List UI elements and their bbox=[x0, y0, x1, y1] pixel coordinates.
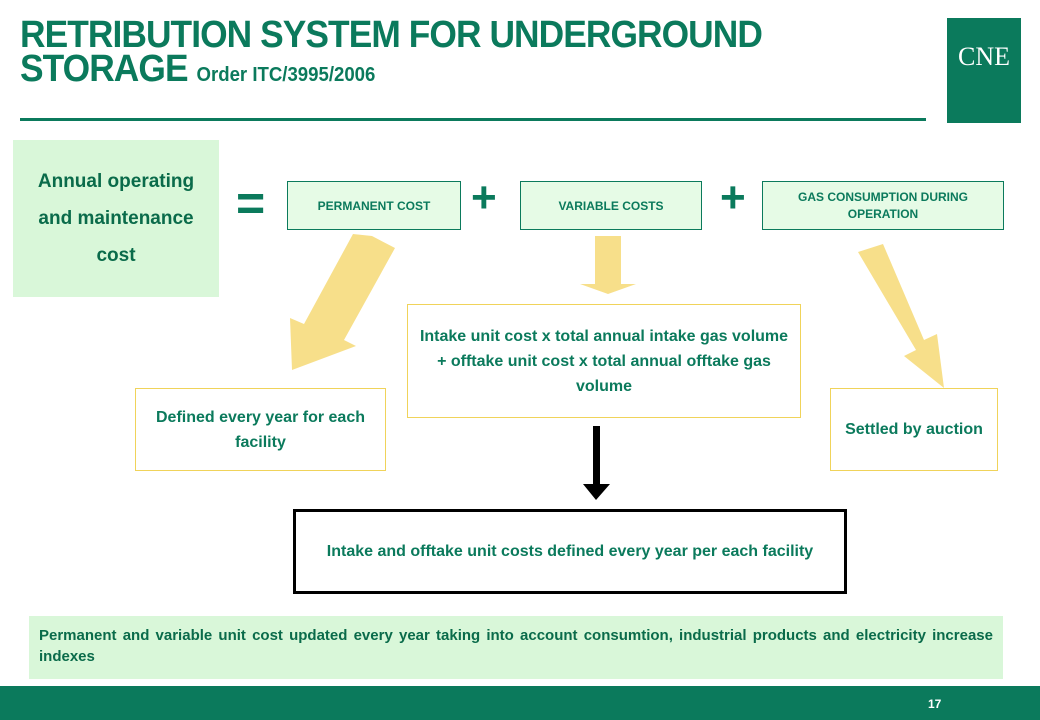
title-storage: STORAGE bbox=[20, 48, 189, 90]
title-subtitle: Order ITC/3995/2006 bbox=[196, 64, 376, 86]
arrow-variable-icon bbox=[580, 236, 636, 294]
gas-consumption-box: GAS CONSUMPTION DURING OPERATION bbox=[762, 181, 1004, 230]
title-line-2: STORAGE Order ITC/3995/2006 bbox=[20, 50, 857, 92]
title-divider bbox=[20, 118, 926, 121]
cne-logo: CNE bbox=[947, 18, 1021, 123]
variable-detail-box: Intake unit cost x total annual intake g… bbox=[407, 304, 801, 418]
arrow-result-shaft bbox=[593, 426, 600, 486]
permanent-cost-box: PERMANENT COST bbox=[287, 181, 461, 230]
page-number: 17 bbox=[928, 697, 942, 711]
footer-bar bbox=[0, 686, 1040, 720]
permanent-detail-box: Defined every year for each facility bbox=[135, 388, 386, 471]
gas-detail-box: Settled by auction bbox=[830, 388, 998, 471]
plus-sign-1: + bbox=[471, 173, 497, 222]
arrow-gas-icon bbox=[858, 244, 944, 388]
plus-sign-2: + bbox=[720, 173, 746, 222]
update-note: Permanent and variable unit cost updated… bbox=[29, 616, 1003, 679]
page-title: RETRIBUTION SYSTEM FOR UNDERGROUND STORA… bbox=[20, 14, 920, 92]
annual-cost-box: Annual operating and maintenance cost bbox=[13, 140, 219, 297]
result-box: Intake and offtake unit costs defined ev… bbox=[293, 509, 847, 594]
equals-sign: = bbox=[236, 175, 266, 231]
title-line-1: RETRIBUTION SYSTEM FOR UNDERGROUND bbox=[20, 14, 763, 56]
variable-costs-box: VARIABLE COSTS bbox=[520, 181, 702, 230]
arrow-result-icon bbox=[583, 484, 610, 500]
arrow-permanent-icon bbox=[290, 234, 395, 370]
